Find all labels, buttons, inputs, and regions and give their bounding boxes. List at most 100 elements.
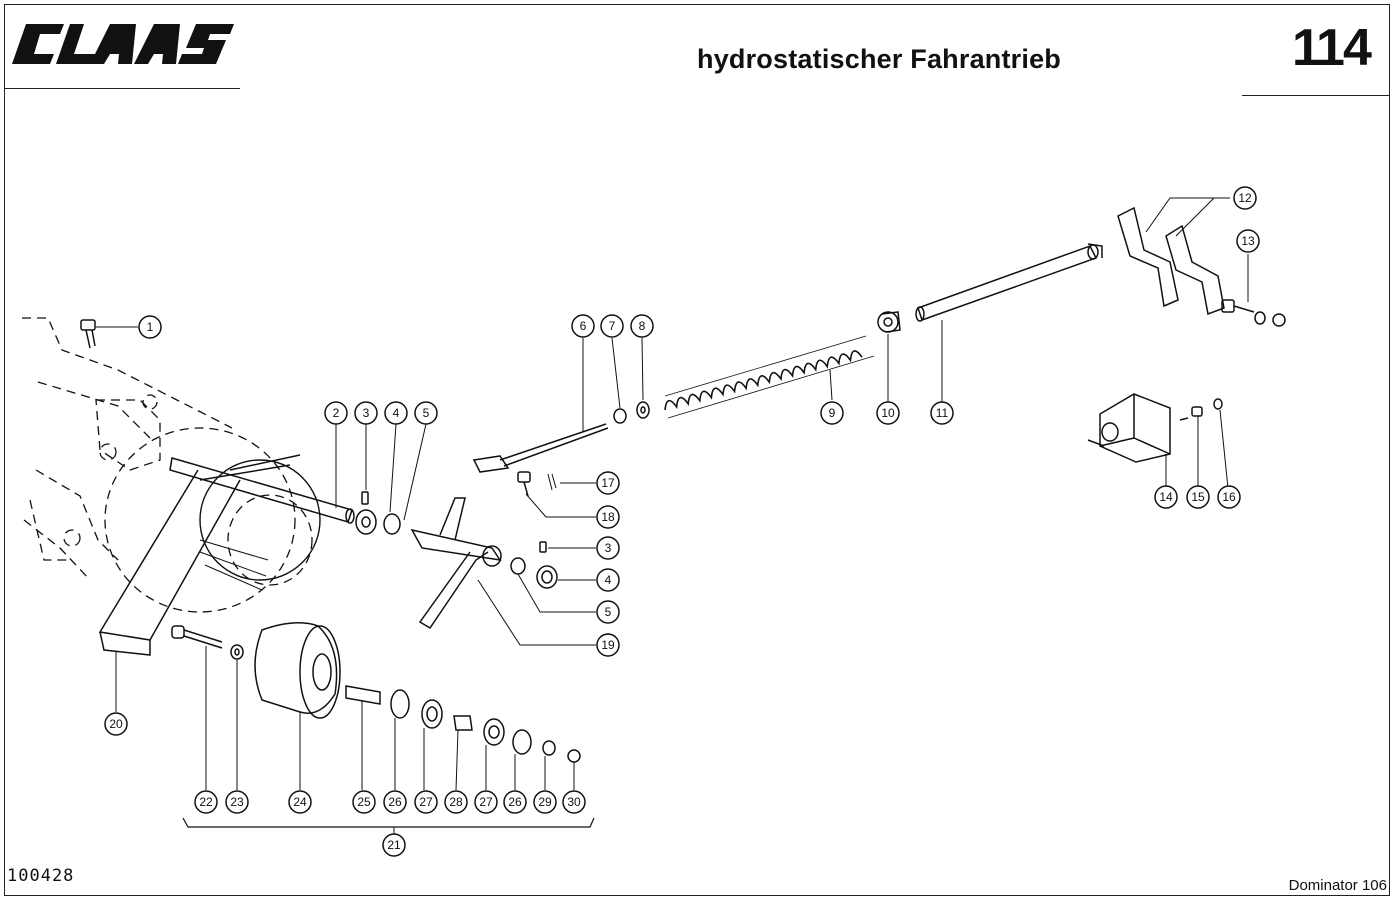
callout-24: 24 bbox=[288, 790, 312, 814]
roller-part-24 bbox=[254, 622, 341, 790]
pin-part-17-bolt-part-18 bbox=[517, 471, 596, 518]
svg-text:28: 28 bbox=[449, 795, 463, 809]
svg-text:7: 7 bbox=[609, 319, 616, 333]
svg-text:10: 10 bbox=[881, 406, 895, 420]
svg-text:3: 3 bbox=[363, 406, 370, 420]
callout-20: 20 bbox=[104, 712, 128, 736]
svg-text:27: 27 bbox=[479, 795, 493, 809]
callout-15: 15 bbox=[1186, 485, 1210, 509]
callout-1: 1 bbox=[138, 315, 162, 339]
callout-7: 7 bbox=[600, 314, 624, 338]
callout-26: 26 bbox=[383, 790, 407, 814]
svg-text:1: 1 bbox=[147, 320, 154, 334]
bracket-part-14 bbox=[1087, 393, 1171, 488]
machine-name: Dominator 106 bbox=[1288, 877, 1387, 894]
callout-2: 2 bbox=[324, 401, 348, 425]
parts-3-4-5-group-a bbox=[355, 423, 427, 535]
washer-part-23 bbox=[230, 644, 244, 790]
brackets-part-12 bbox=[1117, 197, 1230, 316]
bearing-part-27-a bbox=[421, 699, 443, 790]
callout-27: 27 bbox=[414, 790, 438, 814]
callout-10: 10 bbox=[876, 401, 900, 425]
svg-text:9: 9 bbox=[829, 406, 836, 420]
callout-27-b: 27 bbox=[474, 790, 498, 814]
sleeve-part-25 bbox=[345, 685, 381, 790]
bolt-part-15-washer-part-16 bbox=[1179, 398, 1229, 489]
callout-28: 28 bbox=[444, 790, 468, 814]
callout-9: 9 bbox=[820, 401, 844, 425]
callout-14: 14 bbox=[1154, 485, 1178, 509]
svg-text:22: 22 bbox=[199, 795, 213, 809]
svg-text:5: 5 bbox=[423, 406, 430, 420]
callout-17: 17 bbox=[596, 471, 620, 495]
parts-3-4-5-group-b bbox=[510, 541, 596, 613]
bolt-part-1 bbox=[80, 319, 138, 349]
svg-text:30: 30 bbox=[567, 795, 581, 809]
svg-text:11: 11 bbox=[936, 406, 949, 420]
svg-text:25: 25 bbox=[357, 795, 371, 809]
svg-text:2: 2 bbox=[333, 406, 340, 420]
svg-text:6: 6 bbox=[580, 319, 587, 333]
brand-text: CLAAS bbox=[12, 70, 19, 73]
svg-text:16: 16 bbox=[1222, 490, 1236, 504]
callout-8: 8 bbox=[630, 314, 654, 338]
callout-12: 12 bbox=[1233, 186, 1257, 210]
circlip-part-26-b bbox=[512, 729, 532, 790]
drawing-id: 100428 bbox=[7, 866, 75, 886]
callout-29: 29 bbox=[533, 790, 557, 814]
svg-text:4: 4 bbox=[605, 573, 612, 587]
callout-22: 22 bbox=[194, 790, 218, 814]
svg-text:26: 26 bbox=[508, 795, 522, 809]
shaft-part-2 bbox=[169, 424, 355, 524]
svg-text:8: 8 bbox=[639, 319, 646, 333]
header-rule-left bbox=[4, 88, 240, 89]
callout-3-b: 3 bbox=[596, 536, 620, 560]
svg-text:12: 12 bbox=[1238, 191, 1252, 205]
callout-5-b: 5 bbox=[596, 600, 620, 624]
svg-text:24: 24 bbox=[293, 795, 307, 809]
callout-16: 16 bbox=[1217, 485, 1241, 509]
spring-part-9 bbox=[664, 335, 875, 419]
callout-13: 13 bbox=[1236, 229, 1260, 253]
gearbox-housing-outline bbox=[22, 317, 313, 613]
svg-text:18: 18 bbox=[601, 510, 615, 524]
svg-text:19: 19 bbox=[601, 638, 615, 652]
svg-text:4: 4 bbox=[393, 406, 400, 420]
header-rule-right bbox=[1242, 95, 1390, 96]
callout-18: 18 bbox=[596, 505, 620, 529]
callout-25: 25 bbox=[352, 790, 376, 814]
callout-11: 11 bbox=[930, 401, 954, 425]
claas-logo: CLAAS bbox=[12, 24, 234, 73]
drive-pulley-behind bbox=[199, 459, 321, 591]
callout-4: 4 bbox=[384, 401, 408, 425]
rod-part-6 bbox=[472, 338, 609, 473]
callout-5: 5 bbox=[414, 401, 438, 425]
callout-30: 30 bbox=[562, 790, 586, 814]
svg-text:3: 3 bbox=[605, 541, 612, 555]
callout-4-b: 4 bbox=[596, 568, 620, 592]
bearing-part-27-b bbox=[483, 718, 505, 790]
collar-part-10 bbox=[877, 311, 901, 402]
svg-text:14: 14 bbox=[1159, 490, 1173, 504]
tube-part-11 bbox=[915, 243, 1103, 402]
circlip-part-26-a bbox=[390, 689, 410, 790]
callout-19: 19 bbox=[596, 633, 620, 657]
svg-text:21: 21 bbox=[387, 838, 401, 852]
bolt-part-13 bbox=[1221, 254, 1286, 327]
nut-part-30 bbox=[567, 749, 581, 790]
page-title: hydrostatischer Fahrantrieb bbox=[697, 44, 1061, 74]
svg-text:15: 15 bbox=[1191, 490, 1205, 504]
spacer-part-28 bbox=[453, 715, 473, 791]
svg-text:20: 20 bbox=[109, 717, 123, 731]
callout-21: 21 bbox=[382, 833, 406, 857]
svg-text:23: 23 bbox=[230, 795, 244, 809]
page-frame bbox=[4, 4, 1390, 896]
nut-part-7-washer-part-8 bbox=[611, 337, 650, 424]
callout-23: 23 bbox=[225, 790, 249, 814]
svg-text:26: 26 bbox=[388, 795, 402, 809]
callout-26-b: 26 bbox=[503, 790, 527, 814]
lever-arm-part-19 bbox=[410, 497, 596, 646]
svg-text:29: 29 bbox=[538, 795, 552, 809]
svg-text:17: 17 bbox=[601, 476, 615, 490]
